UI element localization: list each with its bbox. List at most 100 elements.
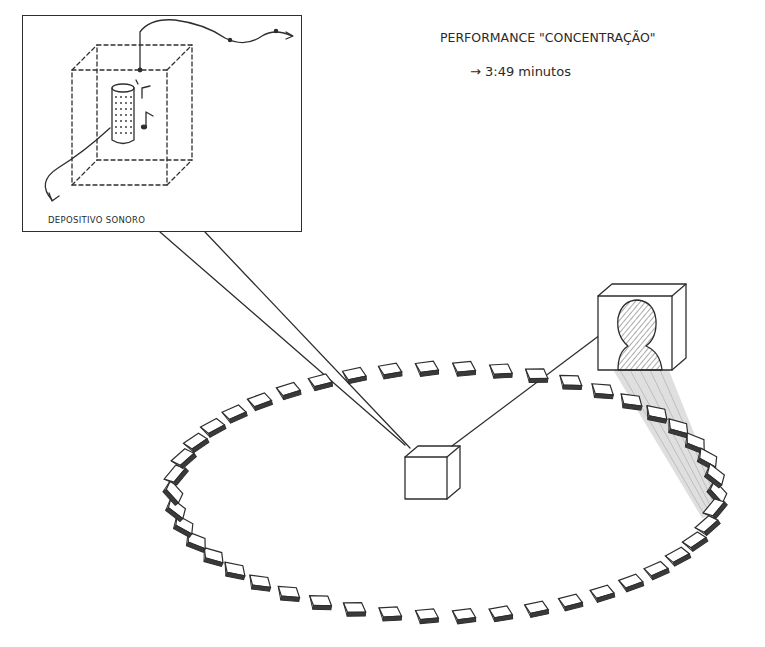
pointer-arrowhead <box>49 193 59 201</box>
book <box>558 594 583 612</box>
book-spine <box>384 372 402 379</box>
book <box>247 573 273 593</box>
beam-shading <box>620 370 721 514</box>
book-edge <box>489 365 495 378</box>
music-note <box>136 80 153 129</box>
book-edge <box>558 375 565 389</box>
book-edge <box>452 363 457 376</box>
book-edge <box>247 398 255 412</box>
book-edge <box>665 554 675 568</box>
book-edge <box>222 411 231 425</box>
book-spine <box>229 412 248 423</box>
book-edge <box>559 598 566 612</box>
book-edge <box>701 464 714 477</box>
book-spine <box>594 392 613 401</box>
book <box>342 367 366 384</box>
book <box>378 363 402 379</box>
book-edge <box>643 406 652 420</box>
book <box>308 373 333 391</box>
book-edge <box>644 567 653 581</box>
wave-arrowhead <box>286 32 293 39</box>
wave-dot <box>228 38 231 41</box>
book-spine <box>705 472 722 489</box>
book-spine <box>494 372 512 379</box>
book <box>308 594 333 612</box>
book-spine <box>529 377 547 385</box>
wave-dot <box>138 68 142 72</box>
book-spine <box>420 618 438 624</box>
book-edge <box>342 603 348 616</box>
book <box>590 584 615 603</box>
book-spine <box>208 425 227 437</box>
book-spine <box>712 502 729 519</box>
book-edge <box>619 579 627 593</box>
wave-dot <box>274 29 277 32</box>
book-edge <box>308 596 315 610</box>
book-spine <box>651 569 670 580</box>
book-edge <box>452 611 457 624</box>
book <box>590 382 615 401</box>
book <box>342 601 366 618</box>
book-spine <box>596 593 615 602</box>
book-edge <box>524 369 530 382</box>
book-edge <box>276 387 283 401</box>
book-edge <box>590 384 597 398</box>
book-spine <box>179 453 197 468</box>
callout-box: DEPOSITIVO SONORO <box>22 15 302 232</box>
book-spine <box>625 582 644 592</box>
book-edge <box>693 448 705 462</box>
title-text: PERFORMANCE "CONCENTRAÇÃO" <box>440 30 656 45</box>
book <box>200 417 227 440</box>
book-spine <box>383 615 401 622</box>
book-spine <box>457 370 475 376</box>
book-spine <box>563 383 582 391</box>
book <box>276 382 301 401</box>
book-edge <box>681 433 691 447</box>
book-spine <box>254 400 273 410</box>
book-edge <box>247 575 255 589</box>
book-ring <box>160 361 730 624</box>
book <box>221 560 247 581</box>
book-spine <box>648 414 667 425</box>
book <box>618 392 644 412</box>
book-edge <box>590 590 597 604</box>
book-spine <box>347 610 365 618</box>
book-edge <box>415 363 420 376</box>
book-spine <box>174 524 192 539</box>
book-spine <box>204 556 223 568</box>
book-edge <box>164 476 177 489</box>
book <box>415 361 438 376</box>
book-edge <box>183 441 193 455</box>
sound-wave <box>140 20 292 70</box>
book <box>618 573 644 593</box>
book-edge <box>276 586 283 600</box>
central-cube <box>405 446 460 499</box>
dashed-cube <box>72 45 192 185</box>
speaker-symbol <box>112 84 134 144</box>
book-spine <box>494 615 512 622</box>
book-edge <box>525 604 531 617</box>
book <box>276 584 301 603</box>
book-spine <box>283 390 302 399</box>
book <box>415 609 438 624</box>
book-spine <box>348 376 366 384</box>
book <box>183 431 210 455</box>
pointer-arrow <box>45 128 110 200</box>
book-spine <box>186 540 205 554</box>
book-spine <box>703 520 721 535</box>
book-edge <box>378 366 384 379</box>
book <box>701 462 728 489</box>
book-spine <box>252 583 271 593</box>
book-spine <box>166 506 183 523</box>
book <box>489 363 513 379</box>
book-spine <box>669 427 688 439</box>
book <box>693 446 720 471</box>
book <box>524 367 548 384</box>
node-label: DEPOSITIVO SONORO <box>48 215 145 225</box>
book <box>247 392 273 412</box>
book <box>524 601 548 618</box>
book-edge <box>489 609 495 622</box>
book-spine <box>530 610 548 618</box>
